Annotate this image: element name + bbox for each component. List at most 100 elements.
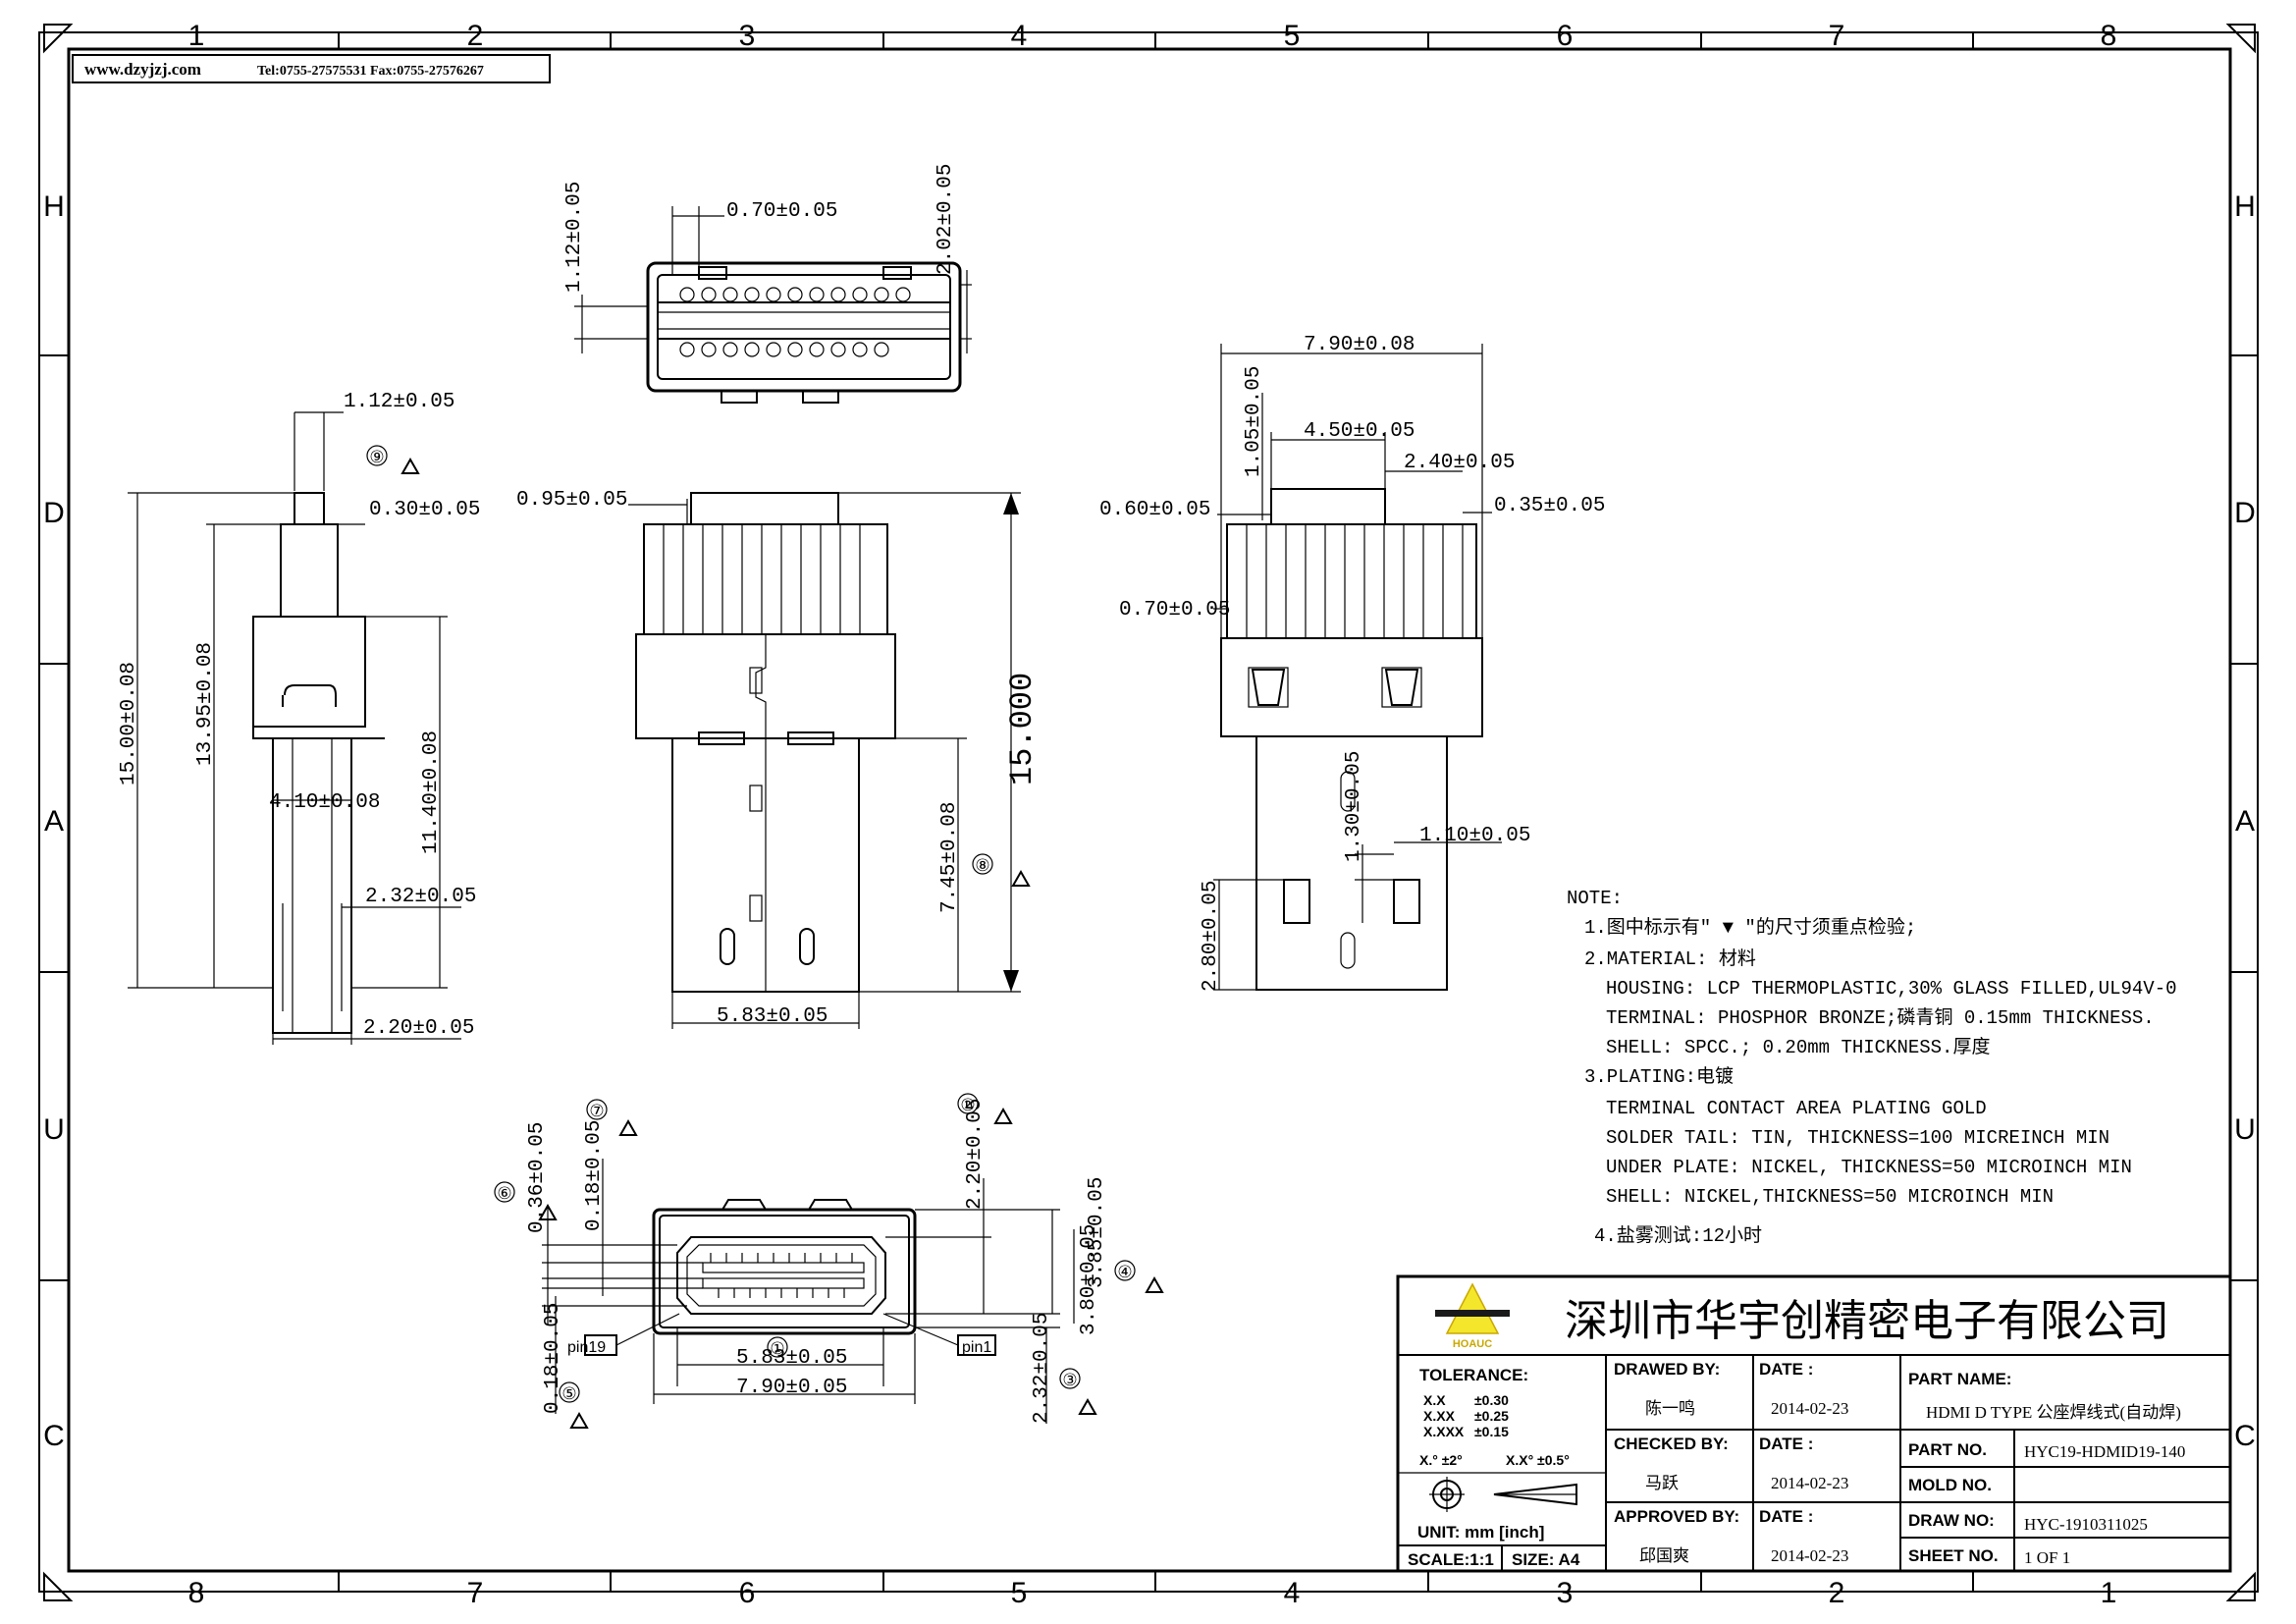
sheet-no-value: 1 OF 1 [2024,1548,2070,1567]
marker-6: ⑥ [497,1186,511,1205]
marker-9: ⑨ [369,450,384,468]
dim-top-202: 2.02±0.05 [934,164,957,275]
grid-bottom-4: 4 [1284,1577,1301,1609]
grid-left-d: D [43,497,65,529]
dim-front-745: 7.45±0.08 [938,802,961,913]
date-value-3: 2014-02-23 [1771,1546,1848,1565]
grid-bottom-8: 8 [188,1577,205,1609]
marker-2: ② [960,1098,975,1116]
title-block: HOAUC 深圳市华宇创精密电子有限公司 TOLERANCE: X.X ±0.3… [1396,1274,2232,1573]
right-view: 7.90±0.08 4.50±0.05 1.05±0.05 2.40±0.05 … [1099,334,1605,992]
part-no-label: PART NO. [1908,1440,1987,1459]
tol-xxx-val: ±0.15 [1474,1424,1509,1439]
tol-x-val: ±0.30 [1474,1392,1509,1408]
note-line-7: TERMINAL CONTACT AREA PLATING GOLD [1606,1098,1987,1119]
grid-bottom-6: 6 [739,1577,756,1609]
dim-end-018b: 0.18±0.05 [542,1303,564,1414]
dim-end-790: 7.90±0.05 [736,1377,847,1399]
part-no-value: HYC19-HDMID19-140 [2024,1442,2185,1461]
company-name: 深圳市华宇创精密电子有限公司 [1565,1296,2169,1346]
grid-top-6: 6 [1557,20,1574,52]
dim-right-130: 1.30±0.05 [1343,751,1365,862]
grid-bottom-7: 7 [467,1577,484,1609]
dim-side-410: 4.10±0.08 [269,791,380,814]
note-line-8: SOLDER TAIL: TIN, THICKNESS=100 MICREINC… [1606,1127,2109,1149]
note-line-4: TERMINAL: PHOSPHOR BRONZE;磷青铜 0.15mm THI… [1606,1006,2155,1029]
unit-text: UNIT: mm [inch] [1417,1523,1544,1542]
tol-angle-2: X.X° ±0.5° [1506,1452,1570,1468]
part-name-label: PART NAME: [1908,1370,2011,1388]
checked-by-value: 马跃 [1645,1474,1679,1492]
date-label-1: DATE : [1759,1360,1813,1379]
dim-end-036: 0.36±0.05 [526,1122,549,1233]
note-line-6: 3.PLATING:电镀 [1584,1065,1734,1088]
dim-end-583: 5.83±0.05 [736,1347,847,1370]
grid-right-h: H [2234,190,2256,223]
note-line-11: 4.盐雾测试:12小时 [1594,1224,1762,1247]
marker-8: ⑧ [975,858,989,877]
note-line-10: SHELL: NICKEL,THICKNESS=50 MICROINCH MIN [1606,1186,2054,1208]
dim-right-105: 1.05±0.05 [1243,366,1265,477]
date-value-1: 2014-02-23 [1771,1399,1848,1418]
notes-heading: NOTE: [1567,888,1623,909]
drawing-border [38,24,2259,1601]
part-name-value: HDMI D TYPE 公座焊线式(自动焊) [1926,1403,2181,1422]
draw-no-value: HYC-1910311025 [2024,1515,2148,1534]
dim-right-240: 2.40±0.05 [1404,452,1515,474]
note-line-5: SHELL: SPCC.; 0.20mm THICKNESS.厚度 [1606,1036,1990,1058]
dim-side-112: 1.12±0.05 [344,391,454,413]
front-view: 0.95±0.05 15.000 7.45±0.08 5.83±0.05 ⑧ [516,489,1041,1029]
dim-right-070: 0.70±0.05 [1119,599,1230,622]
tol-x: X.X [1423,1392,1446,1408]
dim-right-035: 0.35±0.05 [1494,495,1605,517]
tol-xx-val: ±0.25 [1474,1408,1509,1424]
tol-angle-1: X.° ±2° [1419,1452,1463,1468]
right-view-fins [1246,524,1464,638]
dim-side-232: 2.32±0.05 [365,886,476,908]
projection-symbol-icon [1429,1477,1577,1512]
dim-side-1140: 11.40±0.08 [420,731,443,854]
note-line-9: UNDER PLATE: NICKEL, THICKNESS=50 MICROI… [1606,1157,2132,1178]
dim-end-232: 2.32±0.05 [1031,1313,1053,1424]
dim-top-112: 1.12±0.05 [563,182,586,293]
grid-bottom-2: 2 [1829,1577,1845,1609]
date-value-2: 2014-02-23 [1771,1474,1848,1492]
mold-no-label: MOLD NO. [1908,1476,1992,1494]
dim-side-1395: 13.95±0.08 [194,642,217,766]
drawn-by-label: DRAWED BY: [1614,1360,1720,1379]
front-view-fins [663,524,861,634]
tol-xx: X.XX [1423,1408,1456,1424]
marker-3: ③ [1062,1373,1077,1391]
dim-right-280: 2.80±0.05 [1200,881,1222,992]
draw-no-label: DRAW NO: [1908,1511,1995,1530]
top-view-pins [679,287,911,357]
dim-end-385: 3.85±0.05 [1086,1177,1108,1288]
dim-right-110: 1.10±0.05 [1419,825,1530,847]
approved-by-label: APPROVED BY: [1614,1507,1739,1526]
side-view: 1.12±0.05 0.30±0.05 15.00±0.08 13.95±0.0… [118,391,480,1045]
grid-top-4: 4 [1011,20,1028,52]
grid-labels: 1 2 3 4 5 6 7 8 8 7 6 5 4 3 2 1 H D A U … [43,20,2256,1609]
grid-bottom-3: 3 [1557,1577,1574,1609]
contact-text: Tel:0755-27575531 Fax:0755-27576267 [257,64,484,79]
dim-side-030: 0.30±0.05 [369,499,480,521]
marker-4: ④ [1117,1265,1132,1283]
dim-right-790: 7.90±0.08 [1304,334,1415,356]
pin19-label: pin19 [567,1339,606,1356]
top-view: 0.70±0.05 1.12±0.05 2.02±0.05 [563,164,972,404]
grid-right-u: U [2234,1113,2256,1146]
grid-bottom-5: 5 [1011,1577,1028,1609]
grid-right-c: C [2234,1420,2256,1452]
end-view: pin19 pin1 5.83±0.05 7.90±0.05 0.36±0.05… [494,1093,1164,1429]
company-logo: HOAUC [1435,1282,1510,1350]
grid-left-a: A [44,805,64,838]
sheet-no-label: SHEET NO. [1908,1546,1999,1565]
dim-end-018a: 0.18±0.05 [583,1120,606,1231]
dim-front-095: 0.95±0.05 [516,489,627,512]
grid-top-7: 7 [1829,20,1845,52]
logo-text: HOAUC [1453,1338,1492,1350]
drawn-by-value: 陈一鸣 [1645,1399,1695,1418]
grid-left-u: U [43,1113,65,1146]
grid-top-1: 1 [188,20,205,52]
